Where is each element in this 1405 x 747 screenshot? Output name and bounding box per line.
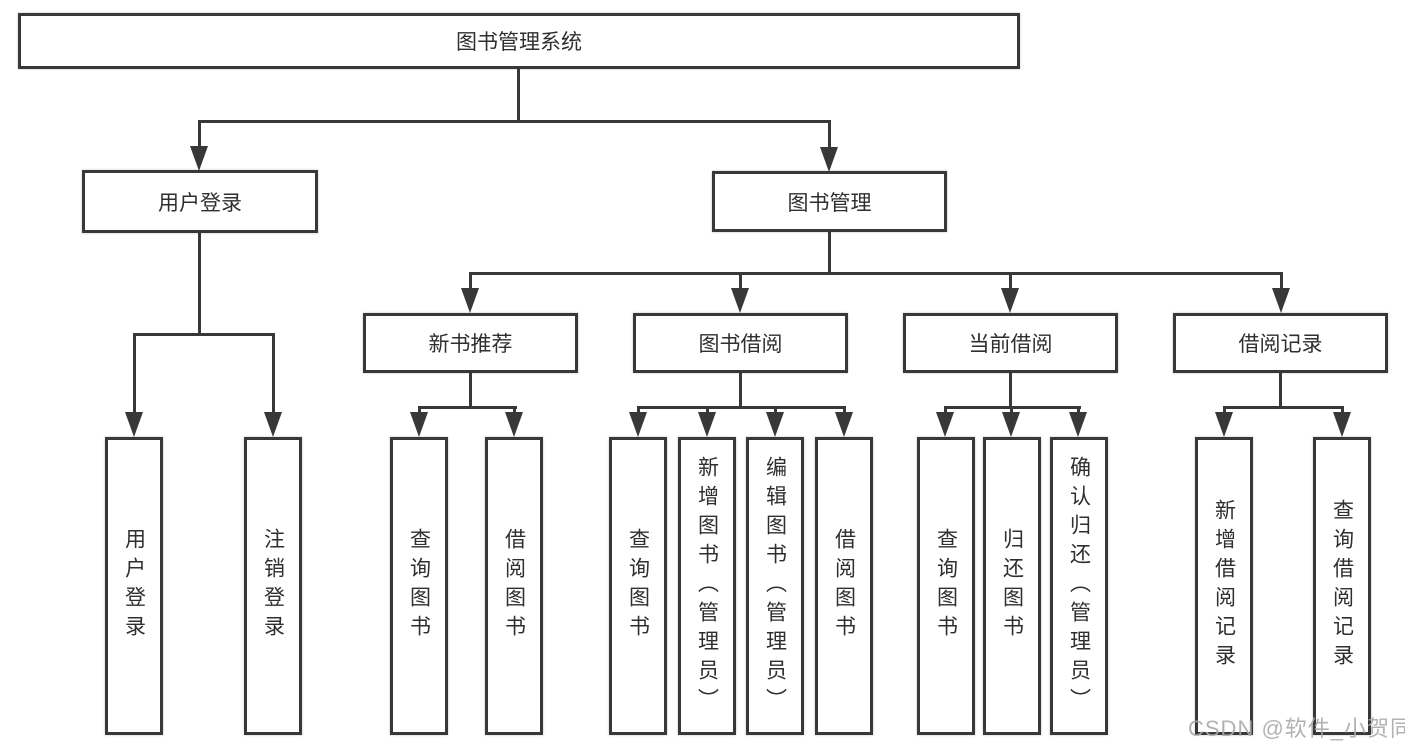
leaf-query-books-borrow-label: 查询图书 (626, 528, 650, 644)
arrowhead-confirm-return-admin (1069, 412, 1087, 437)
arrowhead-edit-book-admin (766, 412, 784, 437)
line-recommend-stem (469, 371, 472, 409)
arrowhead-user-login-leaf (125, 412, 143, 437)
leaf-borrow-books-borrow: 借阅图书 (815, 437, 873, 735)
leaf-user-login-label: 用户登录 (122, 528, 146, 644)
leaf-logout-label: 注销登录 (261, 528, 285, 644)
node-new-book-recommend-label: 新书推荐 (428, 333, 513, 356)
line-current-branch-3 (1077, 406, 1080, 415)
arrowhead-borrow-books-borrow (835, 412, 853, 437)
line-root-rail (198, 120, 831, 123)
arrowhead-new-book-recommend (461, 288, 479, 313)
arrowhead-book-management (820, 147, 838, 172)
leaf-add-borrow-record-label: 新增借阅记录 (1212, 499, 1236, 673)
arrowhead-add-borrow-record (1215, 412, 1233, 437)
arrowhead-query-borrow-record (1333, 412, 1351, 437)
leaf-query-books-current: 查询图书 (917, 437, 975, 735)
line-borrow-branch-4 (843, 406, 846, 415)
arrowhead-return-book (1002, 412, 1020, 437)
line-user-rail (133, 333, 275, 336)
leaf-confirm-return-admin: 确认归还（管理员） (1050, 437, 1108, 735)
arrowhead-add-book-admin (698, 412, 716, 437)
leaf-borrow-books-borrow-label: 借阅图书 (832, 528, 856, 644)
arrowhead-current-borrow (1001, 288, 1019, 313)
node-root-label: 图书管理系统 (456, 31, 582, 54)
leaf-confirm-return-admin-label: 确认归还（管理员） (1067, 455, 1091, 717)
leaf-return-book-label: 归还图书 (1000, 528, 1024, 644)
node-book-management: 图书管理 (712, 171, 947, 232)
leaf-add-book-admin: 新增图书（管理员） (678, 437, 736, 735)
arrowhead-query-books-recommend (410, 412, 428, 437)
arrowhead-logout-leaf (264, 412, 282, 437)
leaf-edit-book-admin: 编辑图书（管理员） (746, 437, 804, 735)
arrowhead-borrow-books-recommend (505, 412, 523, 437)
line-borrow-branch-3 (774, 406, 777, 415)
line-root-branch-right (828, 120, 831, 150)
line-borrow-branch-2 (706, 406, 709, 415)
node-book-management-label: 图书管理 (787, 191, 872, 215)
line-user-branch-2 (272, 333, 275, 415)
csdn-watermark: CSDN @软件_小贺同学 (1188, 716, 1405, 741)
line-current-branch-1 (944, 406, 947, 415)
leaf-user-login: 用户登录 (105, 437, 163, 735)
node-borrow-records-label: 借阅记录 (1238, 333, 1323, 356)
node-root: 图书管理系统 (18, 13, 1020, 69)
line-borrow-branch-1 (637, 406, 640, 415)
arrowhead-query-books-current (936, 412, 954, 437)
leaf-query-borrow-record: 查询借阅记录 (1313, 437, 1371, 735)
line-user-stem (198, 231, 201, 335)
line-recommend-rail (418, 406, 517, 409)
leaf-edit-book-admin-label: 编辑图书（管理员） (763, 455, 787, 717)
line-root-branch-left (198, 120, 201, 150)
node-current-borrow: 当前借阅 (903, 313, 1118, 373)
line-mgmt-branch-3 (1009, 272, 1012, 292)
line-recommend-branch-1 (418, 406, 421, 415)
line-records-stem (1279, 371, 1282, 409)
line-mgmt-rail (469, 272, 1283, 275)
line-borrow-stem (739, 371, 742, 409)
node-user-login-label: 用户登录 (158, 191, 242, 215)
leaf-borrow-books-recommend: 借阅图书 (485, 437, 543, 735)
leaf-add-book-admin-label: 新增图书（管理员） (695, 455, 719, 717)
line-root-stem (517, 68, 520, 123)
line-records-branch-2 (1341, 406, 1344, 415)
line-recommend-branch-2 (513, 406, 516, 415)
arrowhead-query-books-borrow (629, 412, 647, 437)
line-borrow-rail (637, 406, 846, 409)
node-user-login: 用户登录 (82, 170, 318, 233)
line-current-stem (1009, 371, 1012, 409)
line-mgmt-branch-2 (739, 272, 742, 292)
line-current-branch-2 (1010, 406, 1013, 415)
line-user-branch-1 (133, 333, 136, 415)
leaf-query-borrow-record-label: 查询借阅记录 (1330, 499, 1354, 673)
line-mgmt-branch-1 (469, 272, 472, 292)
leaf-logout: 注销登录 (244, 437, 302, 735)
node-current-borrow-label: 当前借阅 (968, 333, 1053, 356)
node-book-borrow-label: 图书借阅 (698, 333, 783, 356)
node-new-book-recommend: 新书推荐 (363, 313, 578, 373)
leaf-query-books-borrow: 查询图书 (609, 437, 667, 735)
line-mgmt-stem (828, 231, 831, 275)
leaf-add-borrow-record: 新增借阅记录 (1195, 437, 1253, 735)
arrowhead-borrow-records (1272, 288, 1290, 313)
node-borrow-records: 借阅记录 (1173, 313, 1388, 373)
leaf-query-books-recommend-label: 查询图书 (407, 528, 431, 644)
node-book-borrow: 图书借阅 (633, 313, 848, 373)
leaf-borrow-books-recommend-label: 借阅图书 (502, 528, 526, 644)
leaf-query-books-current-label: 查询图书 (934, 528, 958, 644)
arrowhead-book-borrow (731, 288, 749, 313)
leaf-query-books-recommend: 查询图书 (390, 437, 448, 735)
line-mgmt-branch-4 (1280, 272, 1283, 292)
line-records-branch-1 (1223, 406, 1226, 415)
leaf-return-book: 归还图书 (983, 437, 1041, 735)
line-records-rail (1223, 406, 1344, 409)
arrowhead-user-login (190, 146, 208, 171)
